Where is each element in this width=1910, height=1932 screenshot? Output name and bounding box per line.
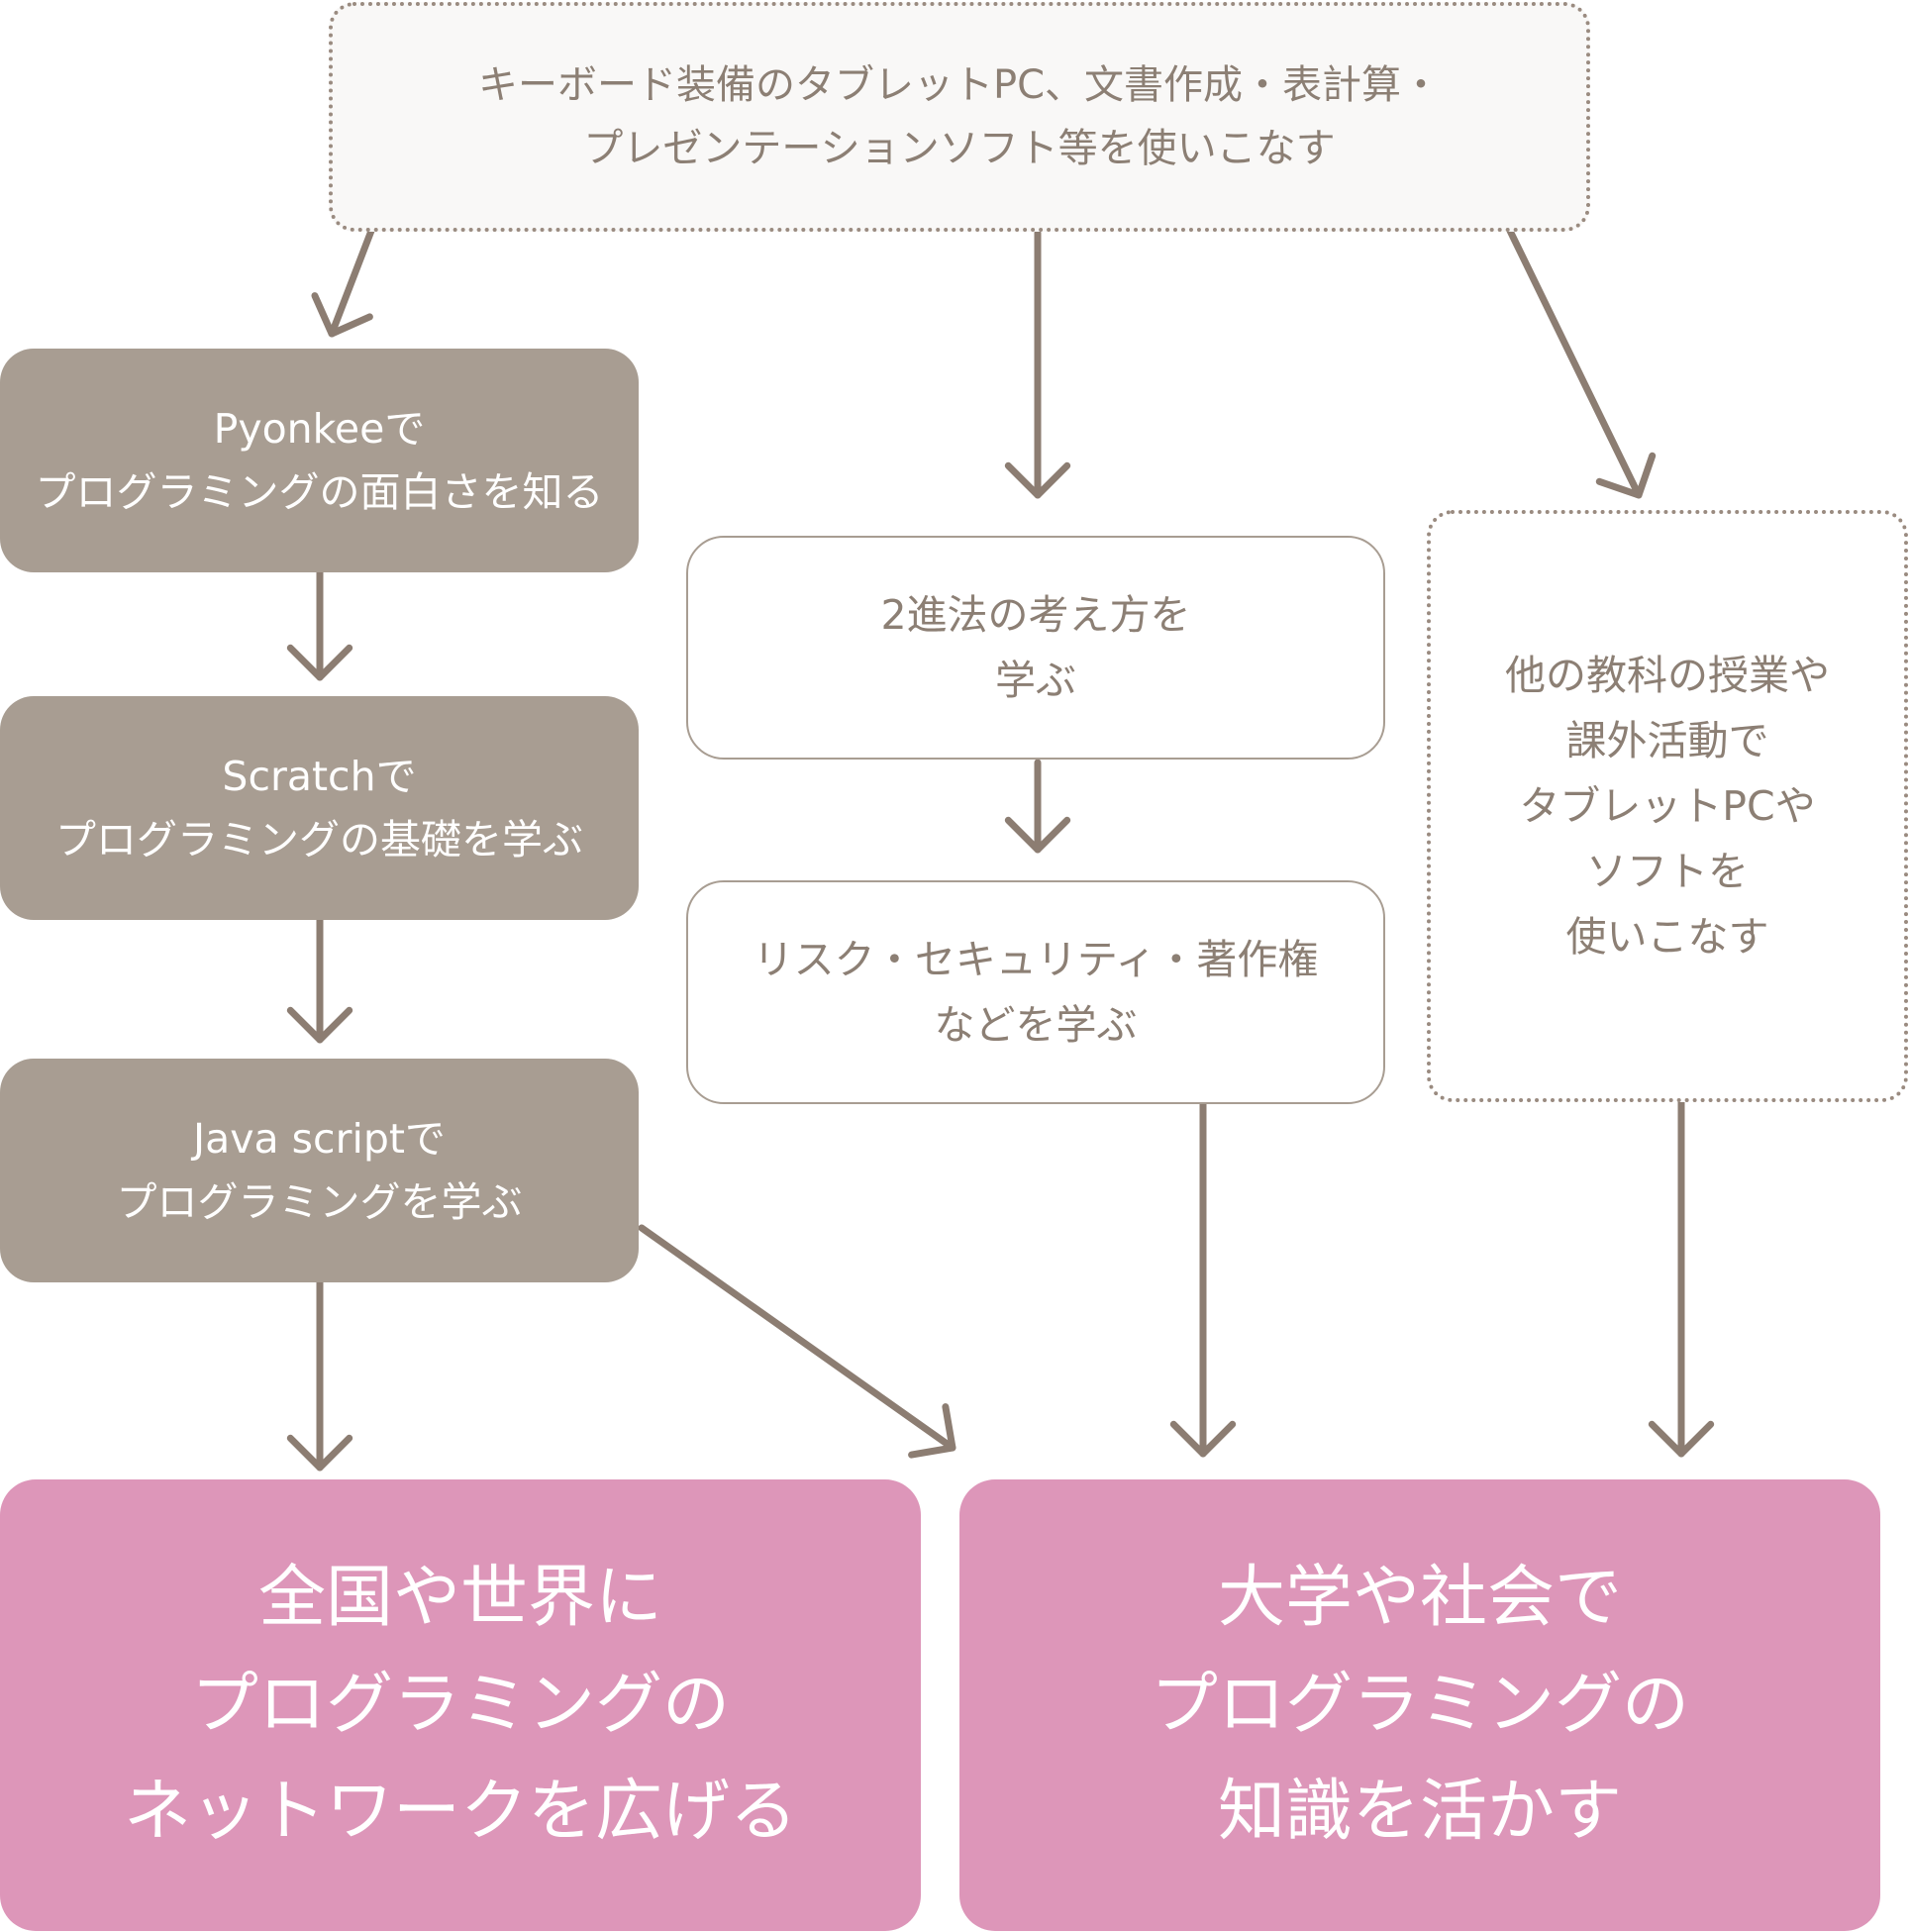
arrow-risk-to-university xyxy=(1169,1098,1237,1458)
top-box-line2: プレゼンテーションソフト等を使いこなす xyxy=(583,126,1336,171)
scratch-line1: Scratchで xyxy=(222,753,417,800)
university-line3: 知識を活かす xyxy=(1217,1773,1622,1851)
top-box-line1: キーボード装備のタブレットPC、文書作成・表計算・ xyxy=(477,62,1442,108)
pyonkee-line1: Pyonkeeで xyxy=(213,405,426,453)
other-subjects-line3: タブレットPCや xyxy=(1519,782,1816,830)
arrow-other-to-university xyxy=(1648,1098,1715,1458)
top-box-tablet-skills: キーボード装備のタブレットPC、文書作成・表計算・ プレゼンテーションソフト等を… xyxy=(329,2,1590,232)
network-goal-box: 全国や世界に プログラミングの ネットワークを広げる xyxy=(0,1479,921,1931)
arrow-top-to-binary xyxy=(1004,229,1071,499)
other-subjects-line2: 課外活動で xyxy=(1565,717,1769,764)
javascript-line1: Java scriptで xyxy=(193,1115,446,1163)
arrow-top-to-other-subjects xyxy=(1506,227,1657,499)
risk-box: リスク・セキュリティ・著作権 などを学ぶ xyxy=(686,880,1385,1104)
pyonkee-box: Pyonkeeで プログラミングの面白さを知る xyxy=(0,349,639,572)
scratch-line2: プログラミングの基礎を学ぶ xyxy=(55,816,583,864)
arrow-javascript-to-network xyxy=(286,1278,353,1472)
arrow-top-to-pyonkee xyxy=(311,227,375,338)
university-line1: 大学や社会で xyxy=(1217,1559,1622,1637)
arrow-javascript-to-university xyxy=(638,1224,956,1459)
binary-line2: 学ぶ xyxy=(995,657,1076,704)
university-goal-box: 大学や社会で プログラミングの 知識を活かす xyxy=(959,1479,1880,1931)
other-subjects-box: 他の教科の授業や 課外活動で タブレットPCや ソフトを 使いこなす xyxy=(1427,510,1908,1102)
arrow-binary-to-risk xyxy=(1004,759,1071,854)
network-line1: 全国や世界に xyxy=(257,1559,662,1637)
arrow-pyonkee-to-scratch xyxy=(286,568,353,681)
risk-line2: などを学ぶ xyxy=(934,1001,1138,1049)
other-subjects-line1: 他の教科の授業や xyxy=(1505,652,1830,699)
other-subjects-line4: ソフトを xyxy=(1586,848,1749,895)
scratch-box: Scratchで プログラミングの基礎を学ぶ xyxy=(0,696,639,920)
other-subjects-line5: 使いこなす xyxy=(1565,913,1769,961)
pyonkee-line2: プログラミングの面白さを知る xyxy=(35,468,604,516)
binary-box: 2進法の考え方を 学ぶ xyxy=(686,536,1385,760)
javascript-line2: プログラミングを学ぶ xyxy=(116,1178,523,1226)
risk-line1: リスク・セキュリティ・著作権 xyxy=(753,936,1319,983)
binary-line1: 2進法の考え方を xyxy=(880,591,1191,639)
university-line2: プログラミングの xyxy=(1150,1666,1689,1744)
javascript-box: Java scriptで プログラミングを学ぶ xyxy=(0,1059,639,1282)
network-line2: プログラミングの xyxy=(190,1666,730,1744)
network-line3: ネットワークを広げる xyxy=(123,1773,797,1851)
